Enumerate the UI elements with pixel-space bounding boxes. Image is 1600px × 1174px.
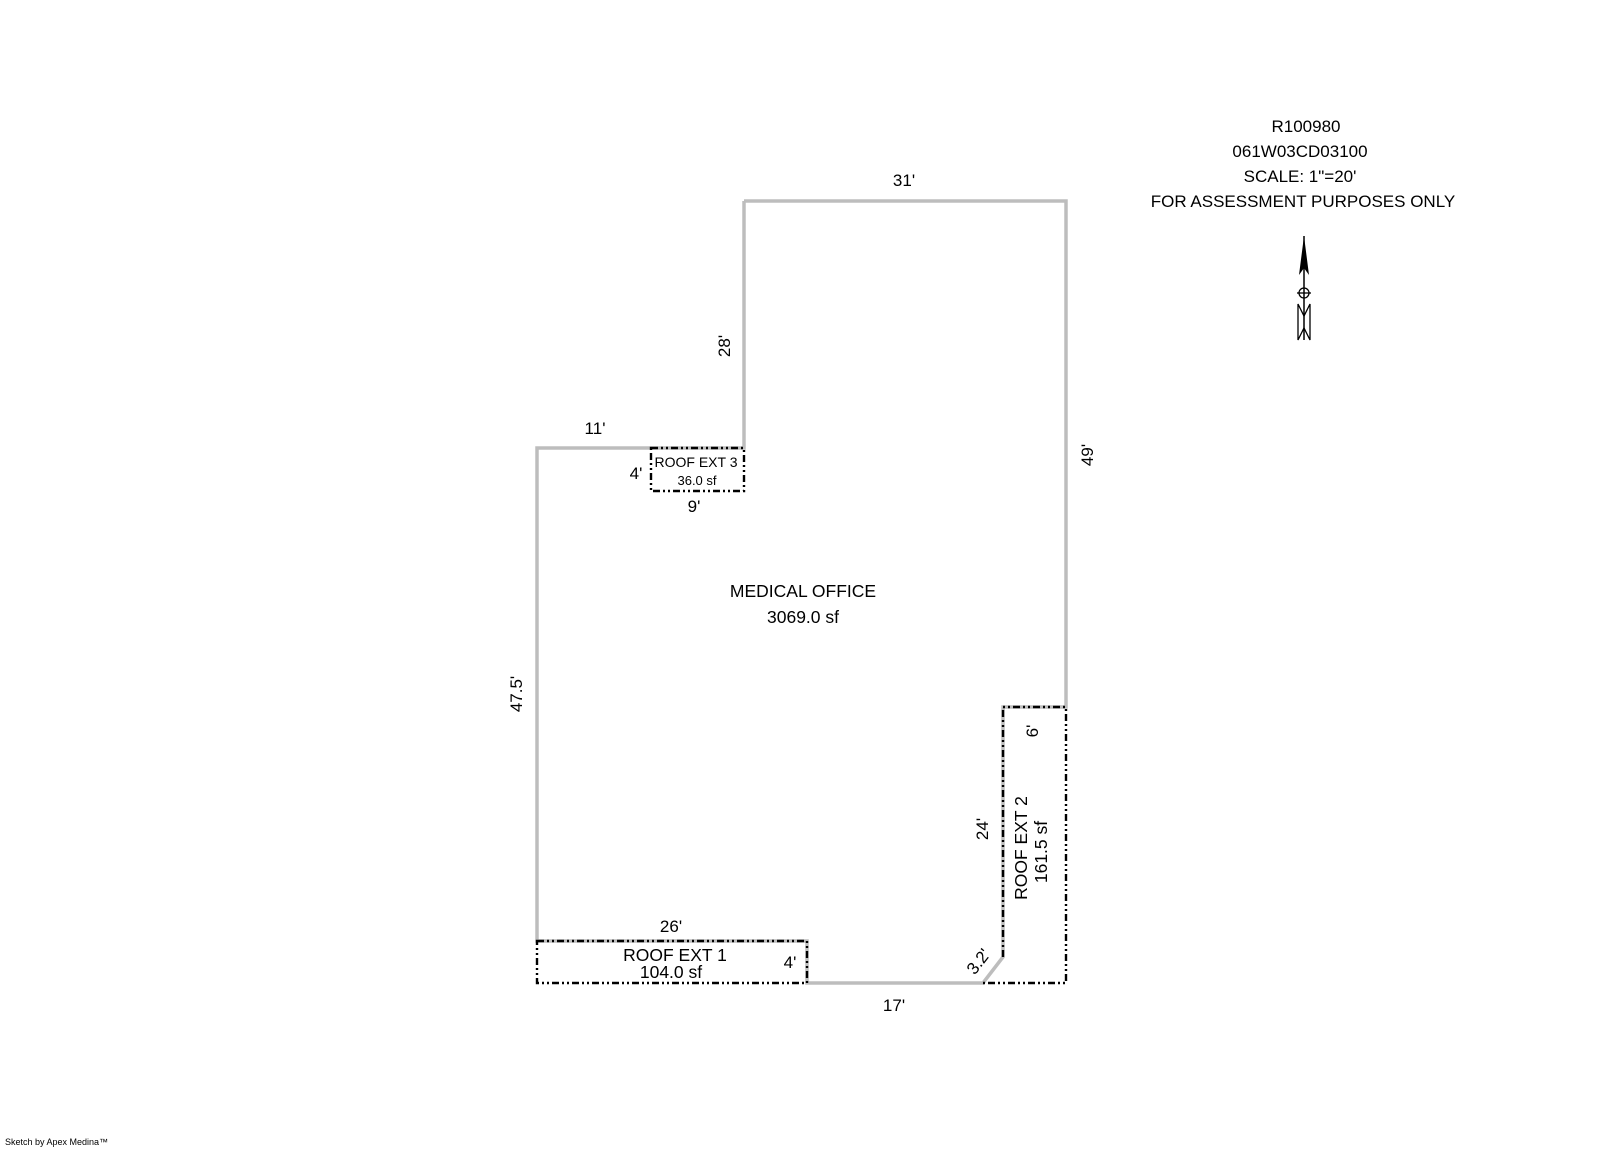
dim-roof2-side: 24'	[973, 818, 992, 840]
roof-ext-2-label: ROOF EXT 2	[1011, 796, 1031, 900]
account-number: R100980	[1271, 117, 1340, 136]
dim-left-side: 47.5'	[507, 676, 526, 712]
dim-roof1-top: 26'	[660, 917, 682, 936]
roof-ext-2-outline	[983, 705, 1068, 985]
map-tax-lot: 061W03CD03100	[1232, 142, 1367, 161]
north-arrow-icon	[1297, 236, 1311, 341]
roof-ext-3-area: 36.0 sf	[677, 473, 716, 488]
dim-roof3-bottom: 9'	[688, 497, 701, 516]
medical-office-area: 3069.0 sf	[767, 607, 839, 627]
roof-ext-3-label: ROOF EXT 3	[655, 454, 738, 470]
roof-ext-1-label: ROOF EXT 1	[623, 945, 727, 965]
assessment-note: FOR ASSESSMENT PURPOSES ONLY	[1151, 192, 1456, 211]
scale-label: SCALE: 1"=20'	[1244, 167, 1357, 186]
roof-ext-2-area: 161.5 sf	[1031, 821, 1051, 883]
dim-roof2-top: 6'	[1023, 725, 1042, 738]
dim-roof3-side: 4'	[630, 464, 643, 483]
roof-ext-3-outline	[649, 446, 746, 493]
dim-right-side: 49'	[1078, 444, 1097, 466]
medical-office-label: MEDICAL OFFICE	[730, 581, 876, 601]
dim-bottom: 17'	[883, 996, 905, 1015]
roof-ext-1-outline	[535, 939, 809, 985]
dim-upper-left-vertical: 28'	[715, 335, 734, 357]
dim-top: 31'	[893, 171, 915, 190]
roof-ext-1-area: 104.0 sf	[640, 962, 702, 982]
dim-roof1-side: 4'	[784, 953, 797, 972]
sketch-credit: Sketch by Apex Medina™	[5, 1137, 109, 1147]
dim-left-step: 11'	[585, 419, 606, 438]
